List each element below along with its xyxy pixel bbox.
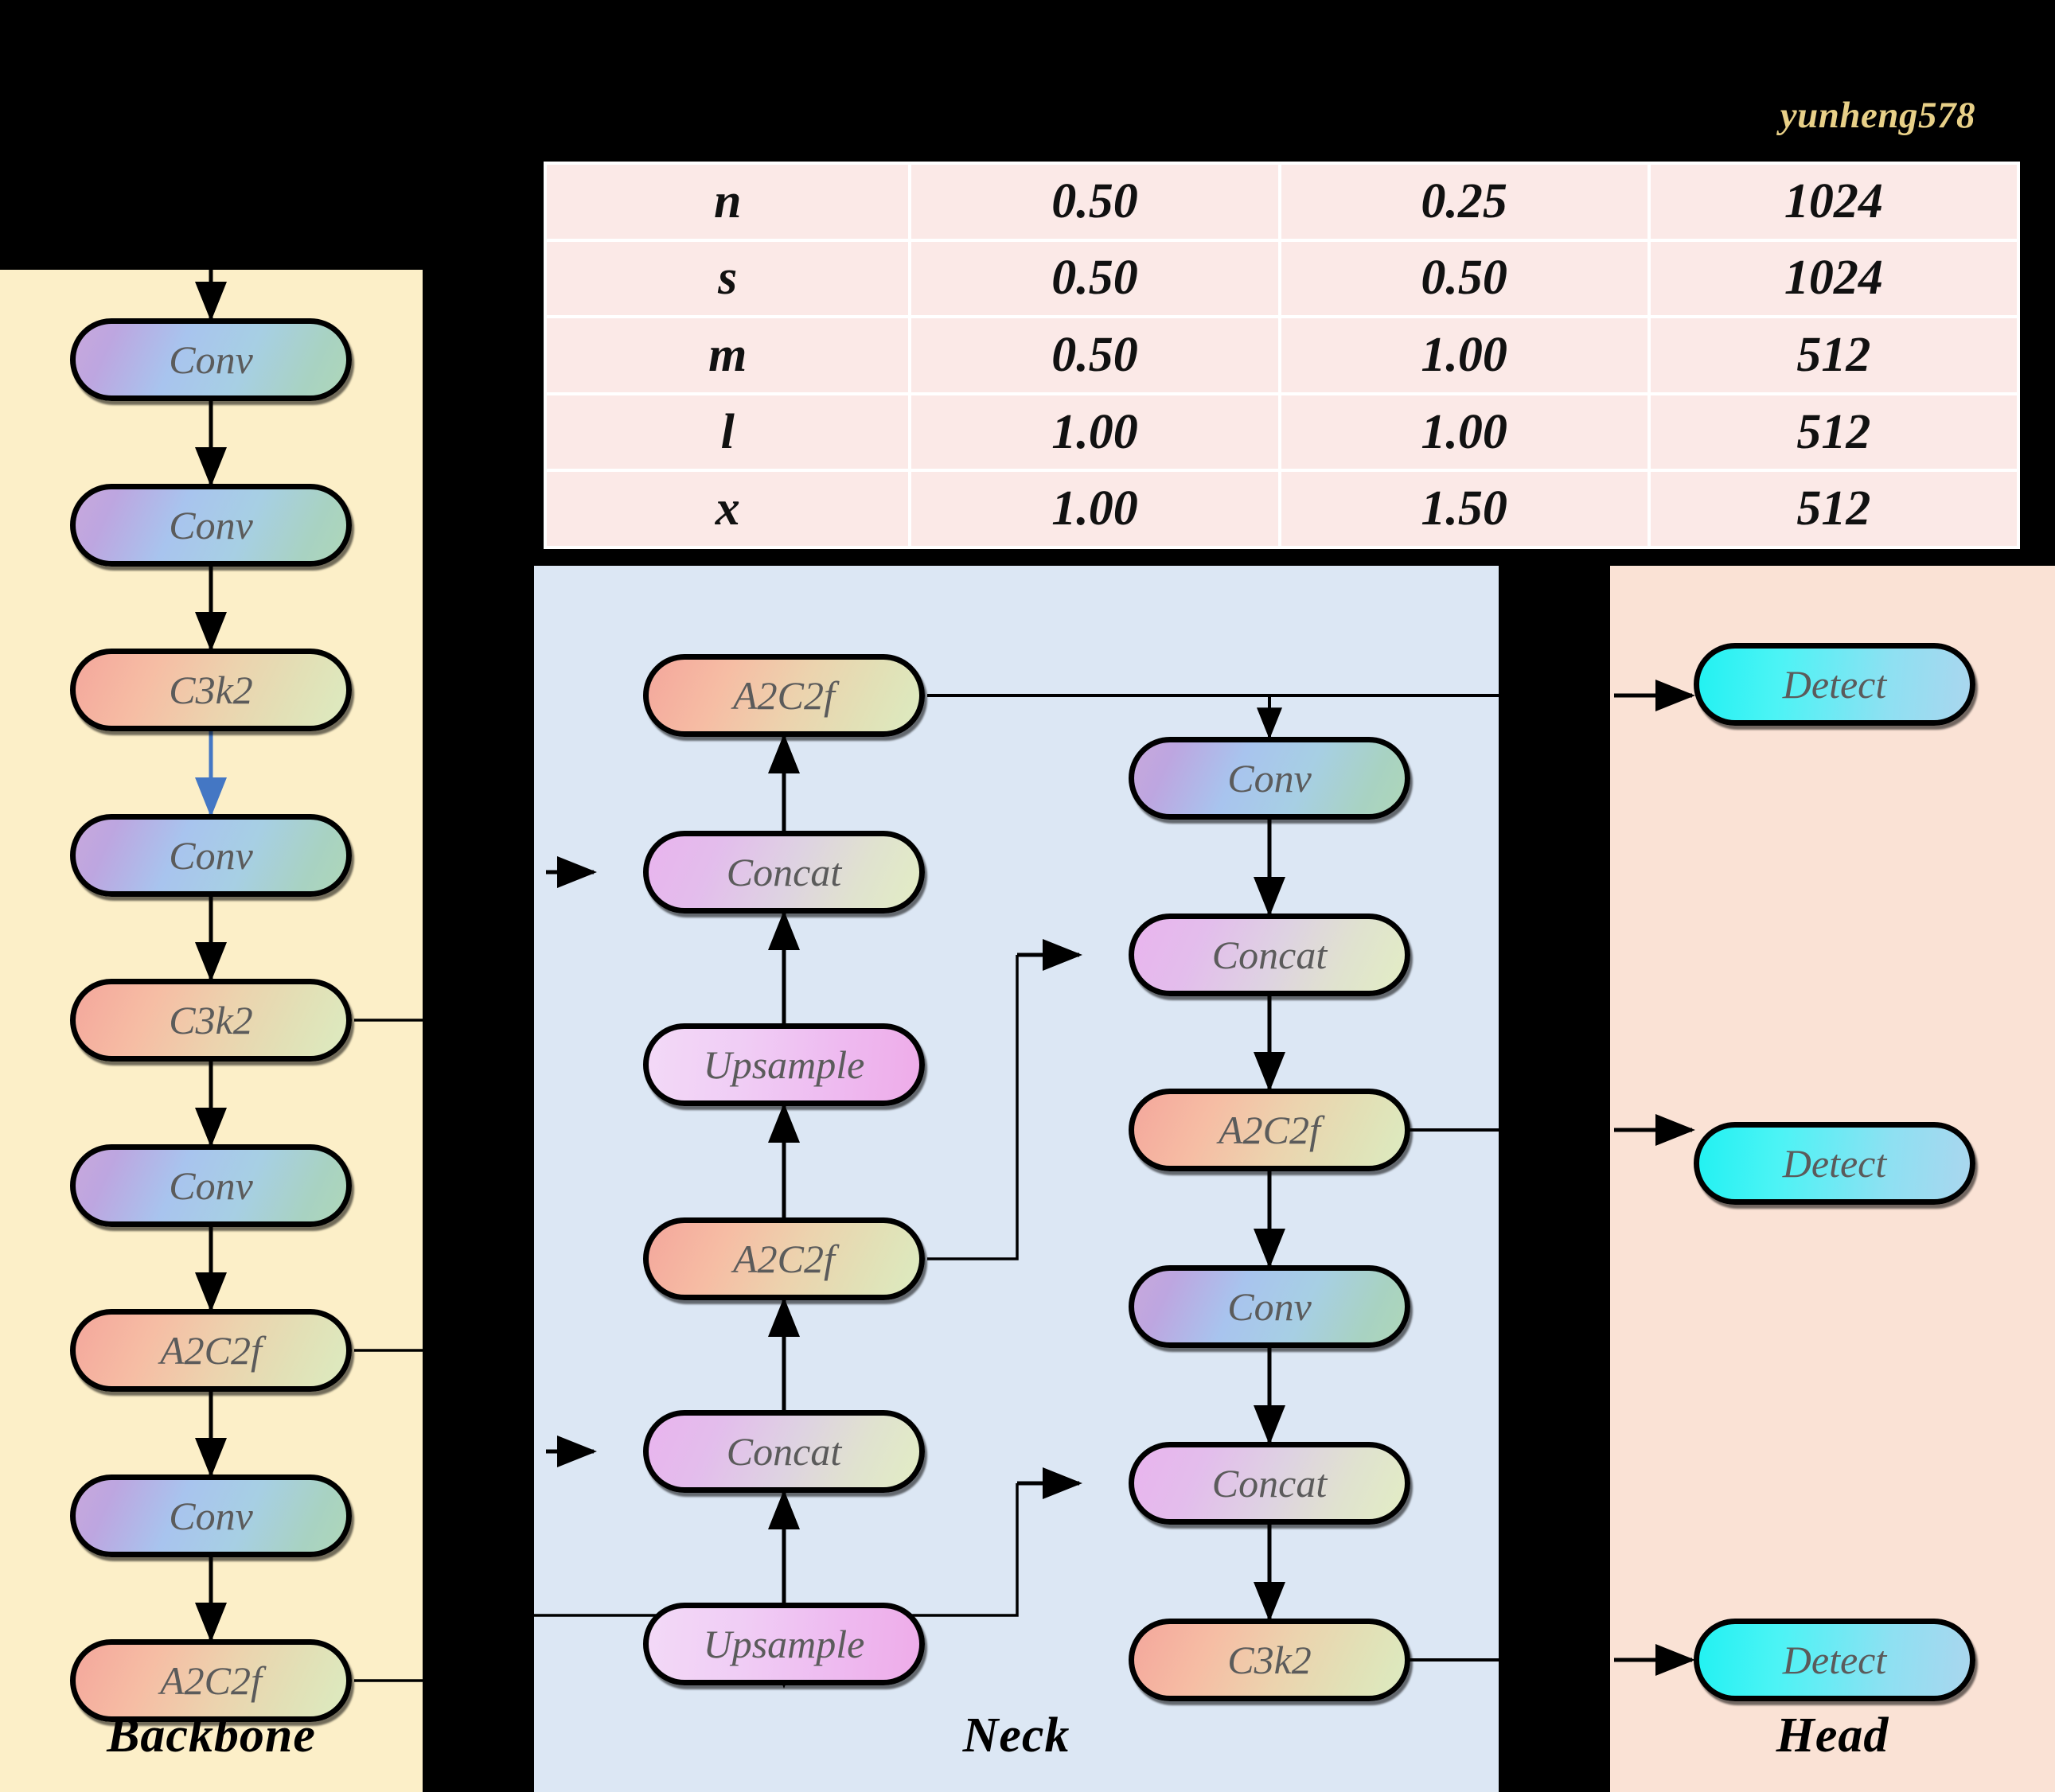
node-label: A2C2f xyxy=(160,1658,262,1703)
node-label: Detect xyxy=(1782,1141,1887,1186)
table-cell-width: 1.00 xyxy=(1281,318,1648,392)
neck-right-conv-3[interactable]: Conv xyxy=(1129,1265,1410,1348)
table-cell-scale: l xyxy=(547,395,909,469)
head-detect-1[interactable]: Detect xyxy=(1694,1122,1975,1205)
node-label: Concat xyxy=(1211,933,1328,977)
table-cell-max_channels: 512 xyxy=(1650,318,2017,392)
table-cell-width: 0.25 xyxy=(1281,165,1648,239)
backbone-conv-0[interactable]: Conv xyxy=(70,318,352,401)
node-label: Conv xyxy=(169,337,253,382)
neck-right-concat-1[interactable]: Concat xyxy=(1129,914,1410,996)
neck-right-conv-0[interactable]: Conv xyxy=(1129,737,1410,820)
node-label: A2C2f xyxy=(160,1328,262,1373)
node-label: Conv xyxy=(169,833,253,878)
node-label: A2C2f xyxy=(733,1237,835,1281)
backbone-a2c2f-6[interactable]: A2C2f xyxy=(70,1309,352,1392)
head-detect-2[interactable]: Detect xyxy=(1694,1619,1975,1701)
node-label: Conv xyxy=(169,1163,253,1208)
node-label: Upsample xyxy=(703,1042,865,1087)
watermark-text: yunheng578 xyxy=(1780,95,1975,136)
neck-right-a2c2f-2[interactable]: A2C2f xyxy=(1129,1089,1410,1171)
table-cell-scale: x xyxy=(547,472,909,546)
head-detect-0[interactable]: Detect xyxy=(1694,643,1975,726)
node-label: Conv xyxy=(169,503,253,547)
node-label: Detect xyxy=(1782,1638,1887,1682)
neck-right-concat-4[interactable]: Concat xyxy=(1129,1442,1410,1525)
node-label: Upsample xyxy=(703,1622,865,1666)
table-cell-max_channels: 1024 xyxy=(1650,165,2017,239)
backbone-c3k2-2[interactable]: C3k2 xyxy=(70,649,352,731)
head-label: Head xyxy=(1776,1708,1889,1763)
backbone-conv-5[interactable]: Conv xyxy=(70,1144,352,1227)
backbone-a2c2f-8[interactable]: A2C2f xyxy=(70,1639,352,1722)
neck-left-a2c2f-3[interactable]: A2C2f xyxy=(643,1217,925,1300)
backbone-label: Backbone xyxy=(107,1708,316,1763)
node-label: A2C2f xyxy=(733,673,835,718)
table-cell-depth: 0.50 xyxy=(911,318,1278,392)
table-cell-max_channels: 512 xyxy=(1650,472,2017,546)
table-cell-depth: 0.50 xyxy=(911,165,1278,239)
node-label: Conv xyxy=(1227,1284,1312,1329)
table-cell-width: 1.50 xyxy=(1281,472,1648,546)
table-cell-scale: n xyxy=(547,165,909,239)
node-label: Conv xyxy=(169,1494,253,1538)
table-cell-max_channels: 1024 xyxy=(1650,241,2017,316)
backbone-c3k2-4[interactable]: C3k2 xyxy=(70,979,352,1062)
neck-left-upsample-2[interactable]: Upsample xyxy=(643,1023,925,1106)
node-label: Conv xyxy=(1227,756,1312,801)
neck-left-concat-4[interactable]: Concat xyxy=(643,1410,925,1493)
table-cell-depth: 0.50 xyxy=(911,241,1278,316)
table-cell-depth: 1.00 xyxy=(911,395,1278,469)
node-label: C3k2 xyxy=(169,998,253,1042)
node-label: A2C2f xyxy=(1219,1108,1320,1152)
table-cell-depth: 1.00 xyxy=(911,472,1278,546)
table-cell-max_channels: 512 xyxy=(1650,395,2017,469)
neck-label: Neck xyxy=(962,1708,1070,1763)
neck-left-upsample-5[interactable]: Upsample xyxy=(643,1603,925,1685)
node-label: C3k2 xyxy=(169,668,253,712)
neck-left-concat-1[interactable]: Concat xyxy=(643,831,925,914)
neck-left-a2c2f-0[interactable]: A2C2f xyxy=(643,654,925,737)
node-label: C3k2 xyxy=(1227,1638,1312,1682)
node-label: Concat xyxy=(726,850,842,894)
table-cell-width: 1.00 xyxy=(1281,395,1648,469)
table-cell-width: 0.50 xyxy=(1281,241,1648,316)
table-cell-scale: m xyxy=(547,318,909,392)
backbone-conv-3[interactable]: Conv xyxy=(70,814,352,897)
node-label: Detect xyxy=(1782,662,1887,707)
node-label: Concat xyxy=(726,1429,842,1474)
neck-right-c3k2-5[interactable]: C3k2 xyxy=(1129,1619,1410,1701)
backbone-conv-1[interactable]: Conv xyxy=(70,484,352,567)
table-cell-scale: s xyxy=(547,241,909,316)
backbone-conv-7[interactable]: Conv xyxy=(70,1475,352,1557)
node-label: Concat xyxy=(1211,1461,1328,1506)
